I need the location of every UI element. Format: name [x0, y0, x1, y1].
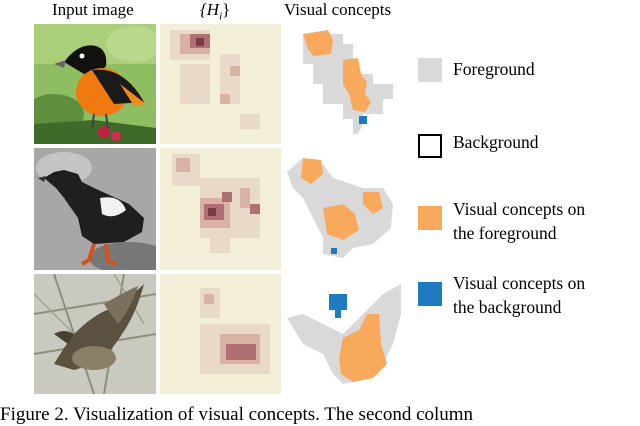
concept-map-oriole: [283, 24, 413, 144]
bird-photo-oriole: [34, 24, 156, 144]
concept-map-black-bird: [283, 148, 413, 270]
heatmap-black-bird: [160, 148, 281, 270]
legend-fg-concepts-label-1: Visual concepts on: [453, 199, 586, 219]
legend-foreground-label: Foreground: [453, 59, 535, 79]
heatmap-flying-bird: [160, 274, 281, 394]
heatmap-oriole: [160, 24, 281, 144]
header-heatmap: {Hi}: [200, 0, 231, 23]
legend-bg-concepts-swatch: [418, 282, 442, 306]
concept-map-flying-bird: [283, 274, 413, 394]
header-input-image: Input image: [52, 0, 134, 19]
bird-photo-flying: [34, 274, 156, 394]
bird-photo-black: [34, 148, 156, 270]
legend-bg-concepts-label-1: Visual concepts on: [453, 273, 586, 293]
legend-fg-concepts-label-2: the foreground: [453, 223, 557, 243]
legend-background-swatch: [418, 134, 442, 158]
legend-foreground-swatch: [418, 58, 442, 82]
legend-background-label: Background: [453, 132, 539, 152]
legend-bg-concepts-label-2: the background: [453, 297, 562, 317]
legend-fg-concepts-swatch: [418, 206, 442, 230]
figure-caption: Figure 2. Visualization of visual concep…: [0, 404, 474, 425]
header-visual-concepts: Visual concepts: [284, 0, 392, 19]
